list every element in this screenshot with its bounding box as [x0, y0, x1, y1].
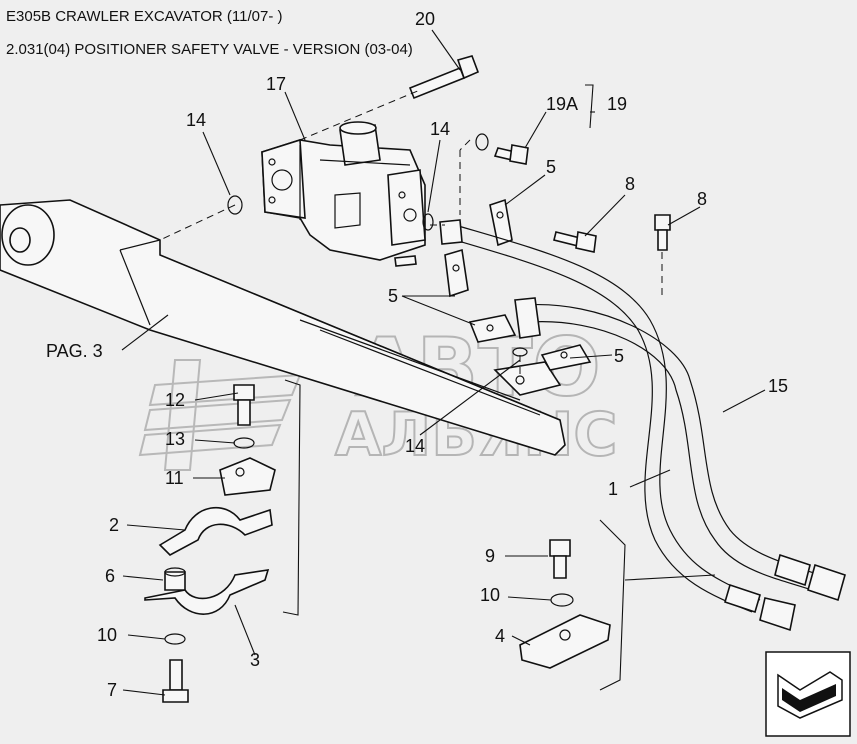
callout-14-b: 14 — [430, 119, 450, 139]
callout-11: 11 — [165, 468, 184, 488]
callout-pag-3: PAG. 3 — [46, 341, 103, 361]
hose-15 — [514, 297, 846, 602]
clamp-5-top — [489, 198, 513, 247]
callout-20: 20 — [415, 9, 435, 29]
watermark-logo — [138, 359, 302, 471]
callout-19a: 19A — [546, 94, 578, 114]
diagram-title: E305B CRAWLER EXCAVATOR (11/07- ) — [6, 8, 283, 25]
bracket-right-ref — [624, 574, 716, 581]
safety-valve-17 — [261, 121, 426, 267]
clamp-half-2 — [158, 506, 273, 556]
bolt-7 — [162, 659, 189, 703]
callout-12: 12 — [165, 390, 185, 410]
callout-14-c: 14 — [405, 436, 425, 456]
spacer-6 — [164, 567, 186, 591]
callout-13: 13 — [165, 429, 185, 449]
cylinder-flange — [493, 361, 562, 396]
bolt-19 — [493, 144, 529, 165]
callout-labels: 20 17 14 14 19A 19 5 8 8 5 5 PAG. 3 15 1… — [46, 9, 788, 700]
washer-10-a — [164, 633, 186, 645]
o-ring-14-b — [422, 213, 434, 231]
plate-4 — [519, 614, 611, 669]
bolt-8-a — [553, 231, 597, 253]
plate-11 — [219, 457, 276, 496]
diagram-subtitle: 2.031(04) POSITIONER SAFETY VALVE - VERS… — [6, 41, 413, 58]
callout-14-a: 14 — [186, 110, 206, 130]
bracket-right — [599, 519, 626, 691]
hose-1 — [439, 219, 796, 632]
washer-10-b — [550, 593, 574, 607]
bracket-19 — [585, 84, 594, 129]
bolt-9 — [549, 539, 571, 579]
callout-10-b: 10 — [480, 585, 500, 605]
o-ring-14-a — [227, 195, 243, 215]
callout-10-a: 10 — [97, 625, 117, 645]
clamp-5-mid — [468, 314, 517, 343]
callout-15: 15 — [768, 376, 788, 396]
bolt-12 — [233, 384, 255, 426]
callout-5-top: 5 — [546, 157, 556, 177]
bolt-20 — [408, 55, 480, 100]
boom-cylinder — [0, 199, 566, 456]
callout-8-a: 8 — [625, 174, 635, 194]
callout-9: 9 — [485, 546, 495, 566]
callout-6: 6 — [105, 566, 115, 586]
leader-lines — [121, 29, 766, 696]
bolt-8-b — [654, 214, 671, 300]
callout-5-left: 5 — [388, 286, 398, 306]
clamp-5-left — [444, 248, 469, 298]
callout-4: 4 — [495, 626, 505, 646]
callout-17: 17 — [266, 74, 286, 94]
callout-3: 3 — [250, 650, 260, 670]
bracket-left — [282, 379, 301, 616]
clamp-5-right — [540, 344, 592, 371]
callout-19: 19 — [607, 94, 627, 114]
callout-8-b: 8 — [697, 189, 707, 209]
callout-2: 2 — [109, 515, 119, 535]
guide-lines — [159, 89, 521, 375]
clamp-half-3 — [144, 569, 270, 615]
next-page-arrow-icon[interactable] — [765, 651, 851, 737]
callout-1: 1 — [608, 479, 618, 499]
washer-19a — [475, 133, 489, 151]
callout-5-right: 5 — [614, 346, 624, 366]
callout-7: 7 — [107, 680, 117, 700]
